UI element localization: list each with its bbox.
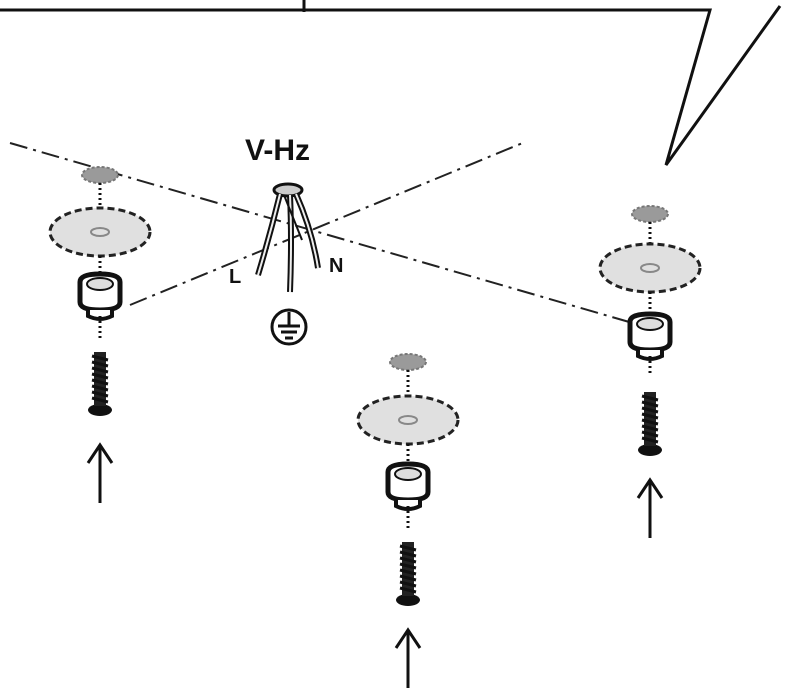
mounting-point-center [356,353,460,690]
live-wire-label: L [229,266,241,288]
mounting-point-left [48,166,152,505]
center-line-2 [129,141,526,306]
supply-label: V-Hz [245,134,310,167]
mounting-point-right [598,205,702,540]
earth-ground-icon [270,308,308,346]
callout-bubble-outline [0,5,782,166]
neutral-wire-label: N [329,255,343,277]
wire-bundle [255,182,321,293]
